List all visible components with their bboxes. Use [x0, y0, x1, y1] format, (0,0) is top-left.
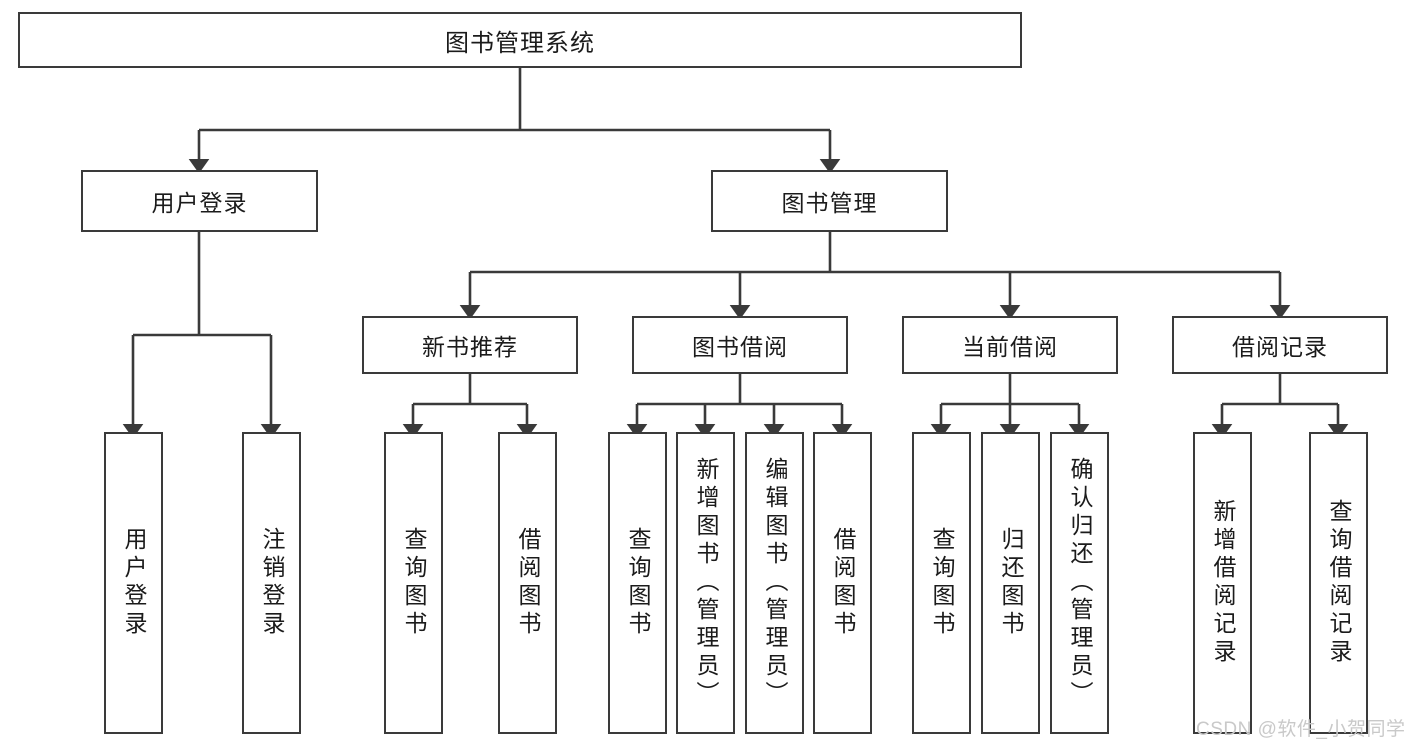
leaf-label: 借阅图书: [830, 527, 856, 639]
leaf-label: 编辑图书（管理员）: [762, 457, 788, 709]
leaf-label: 归还图书: [998, 527, 1024, 639]
leaf-user-login[interactable]: 用户登录: [104, 432, 163, 734]
node-book-borrow[interactable]: 图书借阅: [632, 316, 848, 374]
leaf-query-book-current[interactable]: 查询图书: [912, 432, 971, 734]
leaf-add-book-admin[interactable]: 新增图书（管理员）: [676, 432, 735, 734]
leaf-label: 确认归还（管理员）: [1067, 457, 1093, 709]
leaf-user-logout[interactable]: 注销登录: [242, 432, 301, 734]
node-current-borrow[interactable]: 当前借阅: [902, 316, 1118, 374]
node-book-management[interactable]: 图书管理: [711, 170, 948, 232]
leaf-query-borrow-record[interactable]: 查询借阅记录: [1309, 432, 1368, 734]
leaf-borrow-book-recommend[interactable]: 借阅图书: [498, 432, 557, 734]
watermark: CSDN @软件_小贺同学: [1196, 719, 1405, 740]
leaf-label: 查询图书: [401, 527, 427, 639]
leaf-query-book-borrow[interactable]: 查询图书: [608, 432, 667, 734]
leaf-borrow-book[interactable]: 借阅图书: [813, 432, 872, 734]
leaf-label: 用户登录: [121, 527, 147, 639]
leaf-label: 借阅图书: [515, 527, 541, 639]
node-root-system[interactable]: 图书管理系统: [18, 12, 1022, 68]
leaf-query-book-recommend[interactable]: 查询图书: [384, 432, 443, 734]
leaf-label: 查询借阅记录: [1326, 499, 1352, 667]
node-user-login[interactable]: 用户登录: [81, 170, 318, 232]
leaf-label: 查询图书: [929, 527, 955, 639]
leaf-label: 注销登录: [259, 527, 285, 639]
leaf-label: 查询图书: [625, 527, 651, 639]
leaf-label: 新增图书（管理员）: [693, 457, 719, 709]
node-new-book-recommend[interactable]: 新书推荐: [362, 316, 578, 374]
leaf-add-borrow-record[interactable]: 新增借阅记录: [1193, 432, 1252, 734]
node-borrow-record[interactable]: 借阅记录: [1172, 316, 1388, 374]
leaf-label: 新增借阅记录: [1210, 499, 1236, 667]
leaf-return-book[interactable]: 归还图书: [981, 432, 1040, 734]
leaf-edit-book-admin[interactable]: 编辑图书（管理员）: [745, 432, 804, 734]
leaf-confirm-return-admin[interactable]: 确认归还（管理员）: [1050, 432, 1109, 734]
